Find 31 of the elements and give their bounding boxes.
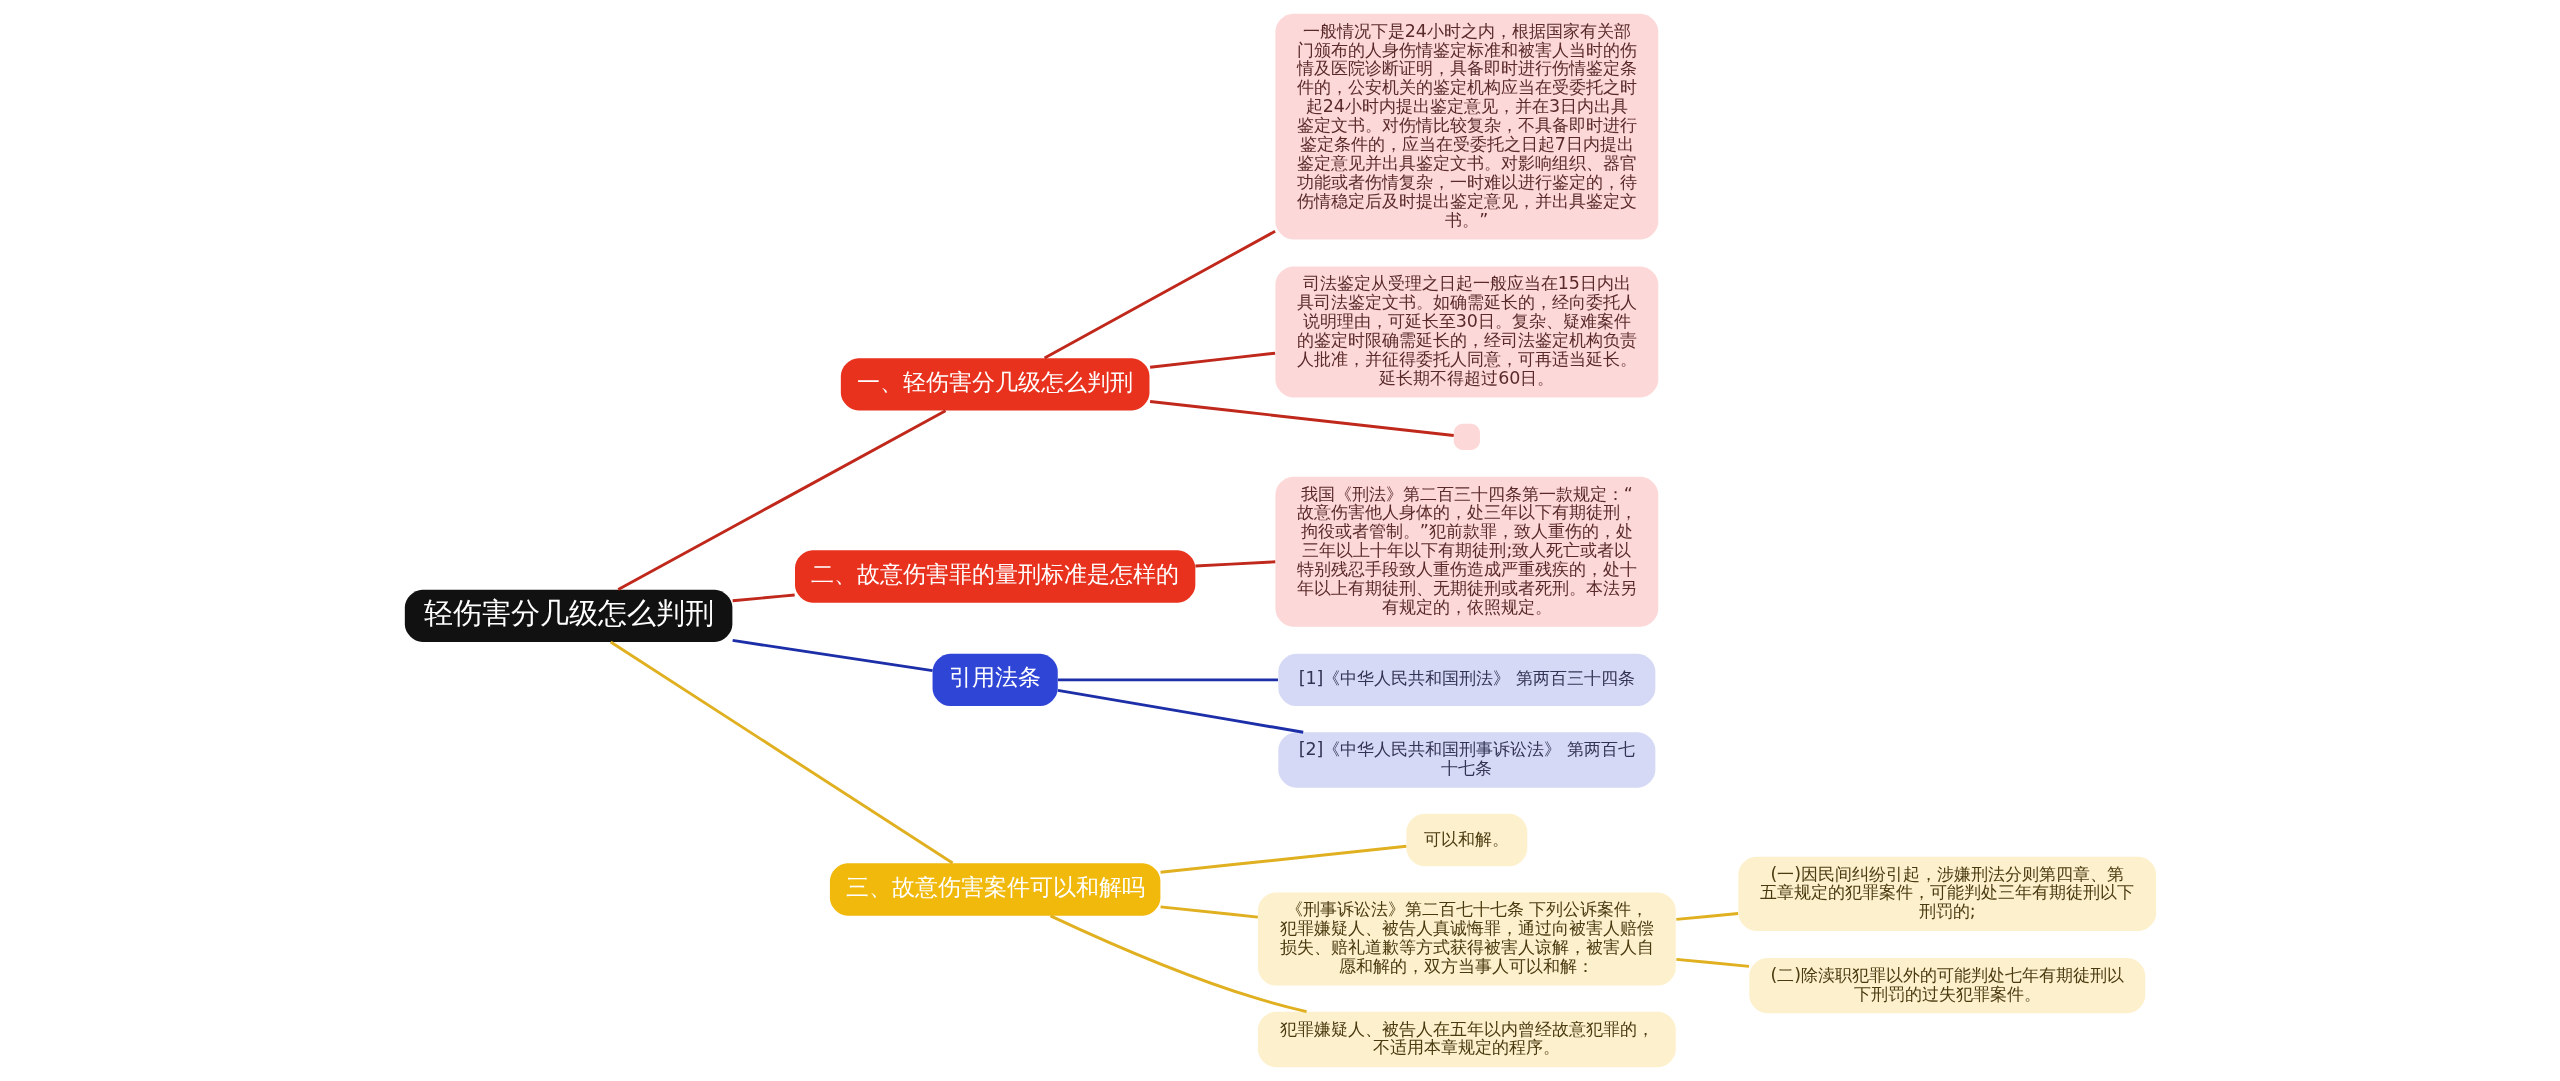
node-box: [2]《中华人民共和国刑事诉讼法》 第两百七十七条 (1277, 732, 1655, 788)
connector (1149, 351, 1275, 369)
connector (1057, 688, 1303, 734)
node-box: 一、轻伤害分几级怎么判刑 (840, 358, 1149, 411)
connector (1043, 229, 1276, 360)
node-box: 犯罪嫌疑人、被告人在五年以内曾经故意犯罪的，不适用本章规定的程序。 (1257, 1011, 1676, 1068)
node-box: 三、故意伤害案件可以和解吗 (829, 863, 1160, 916)
node-box: [1]《中华人民共和国刑法》 第两百三十四条 (1277, 653, 1655, 707)
connector (1159, 844, 1406, 874)
connector (1194, 560, 1275, 568)
connector (1675, 912, 1738, 921)
node-box: (二)除渎职犯罪以外的可能判处七年有期徒刑以下刑罚的过失犯罪案件。 (1748, 957, 2145, 1014)
connector (617, 409, 946, 591)
node-box: (一)因民间纠纷引起，涉嫌刑法分则第四章、第五章规定的犯罪案件，可能判处三年有期徒刑以下刑罚的; (1737, 856, 2156, 931)
node-box: 司法鉴定从受理之日起一般应当在15日内出具司法鉴定文书。如确需延长的，经向委托人说明理由，可延长至30日。复杂、疑难案件的鉴定时限确需延长的，经司法鉴定机构负责人批准，并征得委托人同意，可再适当延长。延长期不得超过60日。 (1274, 266, 1658, 398)
connector (731, 639, 933, 673)
node-box: 二、故意伤害罪的量刑标准是怎样的 (794, 550, 1195, 603)
node-box: 可以和解。 (1405, 813, 1527, 867)
node-box: 轻伤害分几级怎么判刑 (404, 589, 732, 643)
connector (732, 593, 795, 603)
connector (1049, 914, 1307, 1014)
connector (609, 640, 953, 865)
connector (1149, 400, 1454, 437)
node-box (1453, 423, 1480, 450)
node-box: 引用法条 (932, 653, 1058, 707)
connector (1675, 957, 1749, 968)
node-box: 一般情况下是24小时之内，根据国家有关部门颁布的人身伤情鉴定标准和被害人当时的伤情及医院诊断证明，具备即时进行伤情鉴定条件的，公安机关的鉴定机构应当在受委托之时起24小时内提出鉴定意见，并在3日内出具鉴定文书。对伤情比较复杂，不具备即时进行鉴定条件的，应当在受委托之日起7日内提出鉴定意见并出具鉴定文书。对影响组织、器官功能或者伤情复杂，一时难以进行鉴定的，待伤情稳定后及时提出鉴定意见，并出具鉴定文书。” (1274, 13, 1658, 240)
node-box: 《刑事诉讼法》第二百七十七条 下列公诉案件，犯罪嫌疑人、被告人真诚悔罪，通过向被害人赔偿损失、赔礼道歉等方式获得被害人谅解，被害人自愿和解的，双方当事人可以和解： (1257, 892, 1676, 986)
connector (1057, 678, 1278, 682)
connector (1159, 905, 1258, 919)
node-box: 我国《刑法》第二百三十四条第一款规定：“故意伤害他人身体的，处三年以下有期徒刑，拘役或者管制。”犯前款罪，致人重伤的，处三年以上十年以下有期徒刑;致人死亡或者以特别残忍手段致人重伤造成严重残疾的，处十年以上有期徒刑、无期徒刑或者死刑。本法另有规定的，依照规定。 (1274, 476, 1658, 627)
